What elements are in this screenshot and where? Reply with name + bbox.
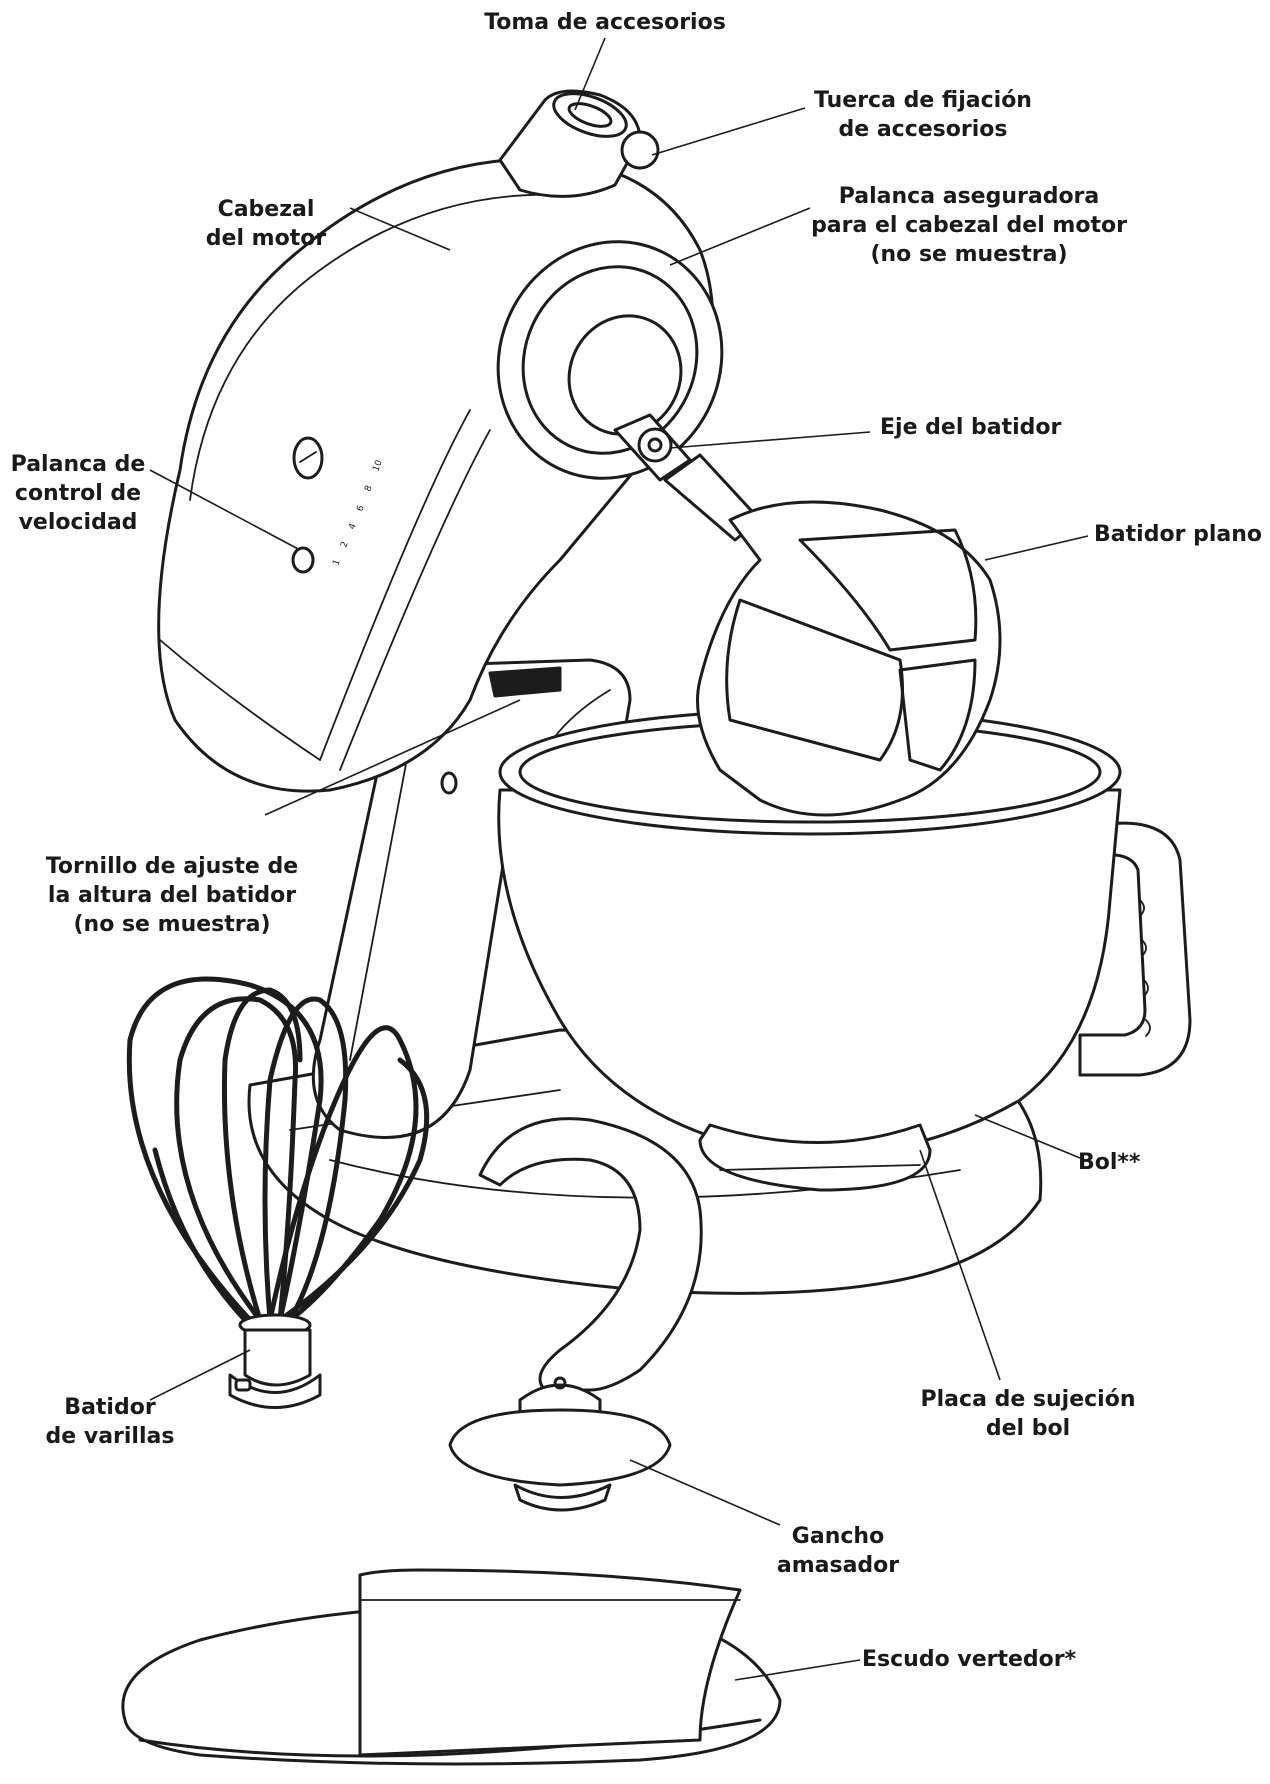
label-toma-accesorios: Toma de accesorios	[484, 10, 726, 35]
label-tornillo-ajuste: Tornillo de ajuste de la altura del bati…	[45, 854, 299, 937]
leader-placa-sujecion	[919, 1149, 1001, 1381]
label-palanca-velocidad: Palanca de control de velocidad	[10, 452, 146, 535]
leader-batidor-plano	[984, 535, 1089, 561]
label-placa-sujecion: Placa de sujeción del bol	[920, 1387, 1136, 1441]
label-escudo-vertedor: Escudo vertedor*	[862, 1647, 1077, 1672]
wire-whip	[126, 976, 430, 1409]
leader-tuerca-fijacion	[651, 107, 806, 156]
label-gancho-amasador: Gancho amasador	[776, 1524, 900, 1578]
motor-head: 10 8 6 4 2 1	[157, 89, 724, 793]
speed-mark-10: 10	[371, 459, 384, 473]
leader-batidor-varillas	[149, 1349, 251, 1401]
dough-hook	[448, 1117, 703, 1512]
leader-toma-accesorios	[574, 37, 606, 111]
leader-eje-batidor	[669, 431, 871, 449]
speed-mark-8: 8	[363, 484, 374, 493]
label-batidor-varillas: Batidor de varillas	[45, 1395, 175, 1449]
leader-escudo-vertedor	[734, 1659, 861, 1681]
speed-dial-marks: 10 8 6 4 2 1	[331, 459, 384, 567]
leader-lines	[149, 37, 1089, 1681]
speed-mark-2: 2	[339, 540, 350, 549]
leader-palanca-velocidad	[149, 469, 301, 551]
label-eje-batidor: Eje del batidor	[880, 415, 1062, 440]
speed-mark-4: 4	[347, 522, 358, 531]
label-bol: Bol**	[1078, 1150, 1141, 1175]
flat-beater	[663, 453, 1002, 817]
label-batidor-plano: Batidor plano	[1094, 522, 1262, 547]
leader-palanca-aseguradora	[669, 207, 811, 266]
leader-tornillo-ajuste	[264, 699, 521, 816]
leader-bol	[974, 1114, 1086, 1161]
leader-gancho-amasador	[629, 1459, 781, 1526]
pouring-shield	[121, 1568, 782, 1766]
speed-mark-6: 6	[355, 504, 366, 513]
label-tuerca-fijacion: Tuerca de fijación de accesorios	[814, 88, 1032, 142]
label-cabezal-motor: Cabezal del motor	[205, 197, 327, 251]
label-palanca-aseguradora: Palanca aseguradora para el cabezal del …	[811, 184, 1127, 267]
leader-cabezal-motor	[349, 207, 451, 251]
speed-mark-1: 1	[331, 558, 342, 567]
